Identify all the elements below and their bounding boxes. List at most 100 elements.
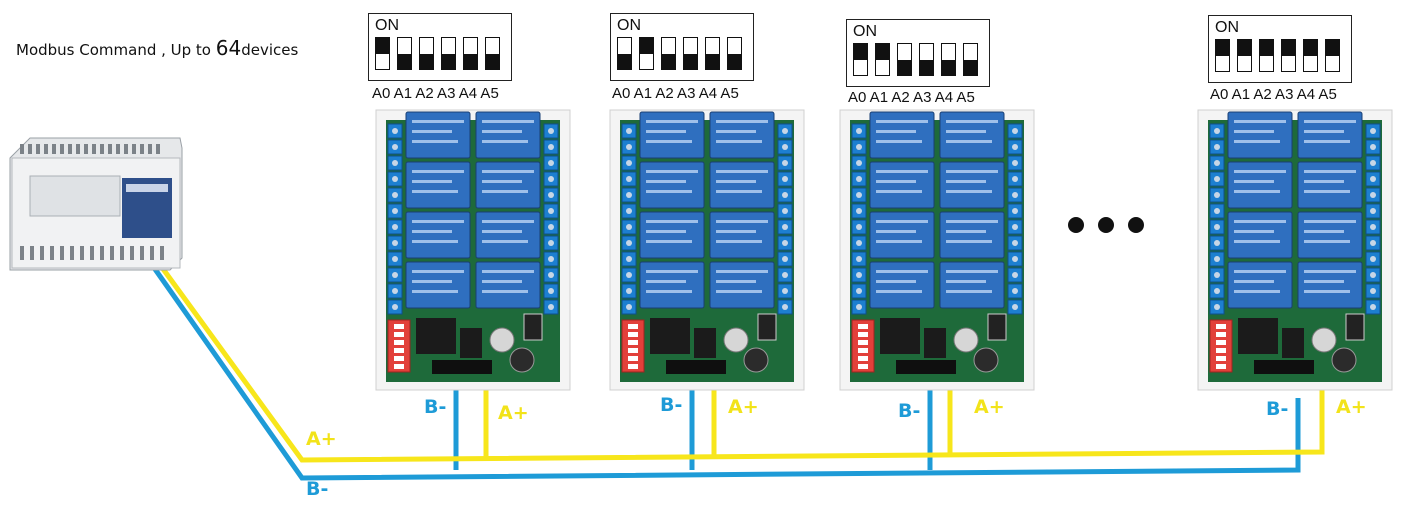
terminal-screw — [1214, 256, 1220, 262]
relay-marking — [482, 190, 528, 193]
relay-marking — [716, 170, 768, 173]
terminal-screw — [626, 160, 632, 166]
terminal-screw — [1370, 128, 1376, 134]
relay-marking — [1234, 280, 1274, 283]
dip-switch-a1 — [397, 37, 412, 70]
relay-marking — [876, 230, 916, 233]
relay-marking — [876, 240, 922, 243]
dip-switch-a3 — [919, 43, 934, 76]
relay-marking — [1234, 180, 1274, 183]
terminal-screw — [1012, 224, 1018, 230]
relay-marking — [1304, 170, 1356, 173]
relay-marking — [1304, 190, 1350, 193]
terminal-screw — [392, 256, 398, 262]
terminal-screw — [1214, 304, 1220, 310]
relay — [639, 161, 705, 209]
terminal-screw — [1370, 160, 1376, 166]
dip-lever — [858, 340, 868, 345]
relay-marking — [482, 120, 534, 123]
terminal-screw — [1214, 160, 1220, 166]
terminal-screw — [548, 272, 554, 278]
relay-marking — [1304, 290, 1350, 293]
terminal-screw — [392, 272, 398, 278]
terminal-screw — [1012, 208, 1018, 214]
dip-lever — [858, 332, 868, 337]
dip-lever — [1216, 332, 1226, 337]
relay-marking — [876, 180, 916, 183]
relay-marking — [412, 290, 458, 293]
relay-marking — [716, 180, 756, 183]
relay — [709, 211, 775, 259]
relay-marking — [412, 120, 464, 123]
dip-switch-chip — [621, 319, 645, 373]
capacitor — [973, 347, 999, 373]
dip-on-label: ON — [617, 17, 641, 34]
dip-lever — [628, 340, 638, 345]
relay-marking — [412, 170, 464, 173]
terminal-screw — [1214, 144, 1220, 150]
relay-marking — [646, 120, 698, 123]
ic-chip — [896, 360, 956, 374]
relay — [1227, 211, 1293, 259]
terminal-screw — [1214, 288, 1220, 294]
ic-chip — [460, 328, 482, 358]
dip-switch-a5 — [727, 37, 742, 70]
relay-marking — [412, 230, 452, 233]
relay-marking — [1304, 240, 1350, 243]
relay-marking — [482, 280, 522, 283]
dip-lever — [394, 348, 404, 353]
relay-marking — [412, 130, 452, 133]
relay-marking — [646, 130, 686, 133]
relay-marking — [716, 290, 762, 293]
relay-marking — [412, 190, 458, 193]
relay-marking — [716, 280, 756, 283]
dip-on-label: ON — [375, 17, 399, 34]
terminal-screw — [548, 304, 554, 310]
dip-switch-a4 — [705, 37, 720, 70]
dip-lever — [858, 324, 868, 329]
ic-chip — [1254, 360, 1314, 374]
relay-marking — [482, 240, 528, 243]
relay — [405, 261, 471, 309]
a-plus-label-trunk: A+ — [306, 428, 337, 450]
terminal-screw — [548, 224, 554, 230]
capacitor — [1311, 327, 1337, 353]
terminal-screw — [626, 192, 632, 198]
terminal-screw — [1214, 240, 1220, 246]
terminal-screw — [626, 144, 632, 150]
relay-marking — [876, 140, 922, 143]
relay-marking — [1304, 120, 1356, 123]
relay-marking — [412, 180, 452, 183]
dip-switch-a0 — [617, 37, 632, 70]
ic-chip — [880, 318, 920, 354]
ic-chip — [650, 318, 690, 354]
dip-switch-a1 — [875, 43, 890, 76]
plc-controller — [9, 137, 183, 271]
dip-switch-a1 — [639, 37, 654, 70]
relay-marking — [716, 220, 768, 223]
device-count: 64 — [215, 36, 242, 60]
terminal-screw — [782, 128, 788, 134]
dip-switch-a2 — [661, 37, 676, 70]
dip-lever — [1216, 364, 1226, 369]
terminal-screw — [1370, 240, 1376, 246]
relay-marking — [946, 290, 992, 293]
capacitor — [953, 327, 979, 353]
terminal-screw — [1012, 304, 1018, 310]
dip-lever — [394, 364, 404, 369]
relay — [405, 161, 471, 209]
dip-lever — [858, 364, 868, 369]
relay-marking — [946, 140, 992, 143]
relay-marking — [482, 170, 534, 173]
relay-marking — [412, 220, 464, 223]
dip-switch-chip — [387, 319, 411, 373]
relay-marking — [716, 240, 762, 243]
terminal-screw — [392, 208, 398, 214]
address-labels-device-3: A0 A1 A2 A3 A4 A5 — [848, 89, 975, 106]
dip-lever — [1216, 348, 1226, 353]
relay-marking — [946, 170, 998, 173]
relay — [869, 111, 935, 159]
dip-switch-a3 — [683, 37, 698, 70]
relay — [475, 261, 541, 309]
dip-switch-a1 — [1237, 39, 1252, 72]
